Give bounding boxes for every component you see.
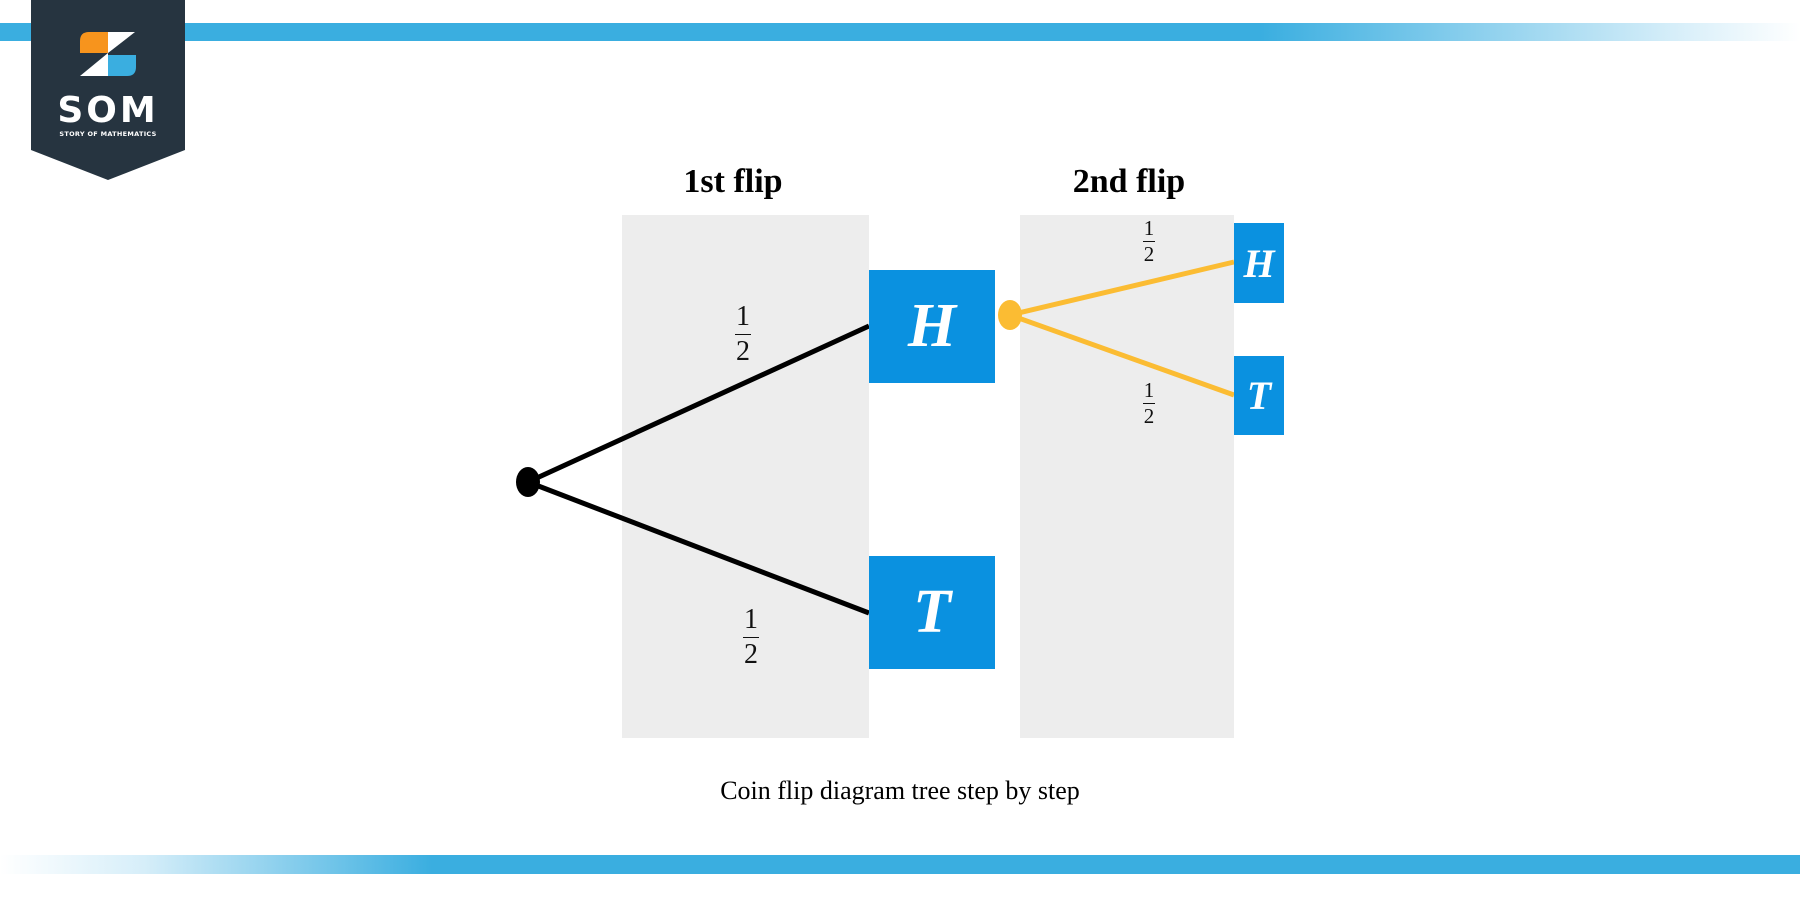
first-flip-column	[622, 215, 869, 738]
logo-mark-white-top	[108, 32, 135, 53]
branch-first-heads	[526, 323, 871, 485]
top-accent-bar	[0, 23, 1800, 41]
bottom-accent-bar	[0, 855, 1800, 874]
fraction-numerator: 1	[1143, 378, 1155, 402]
figure-caption: Coin flip diagram tree step by step	[720, 776, 1080, 805]
branch-second-tails	[1009, 312, 1235, 398]
logo-tagline: STORY OF MATHEMATICS	[59, 130, 157, 138]
branch-second-heads	[1009, 259, 1235, 318]
second-flip-tails-probability: 1 2	[1136, 380, 1162, 427]
logo-mark-white-bottom	[80, 53, 108, 76]
logo-mark-blue	[108, 55, 136, 76]
som-logo	[31, 0, 185, 180]
fraction-denominator: 2	[1143, 404, 1155, 428]
logo-wordmark: SOM	[57, 90, 159, 131]
first-flip-heading: 1st flip	[683, 163, 783, 200]
second-flip-heading: 2nd flip	[1072, 163, 1186, 200]
first-flip-heads-probability: 1 2	[726, 303, 760, 366]
fraction-bar	[743, 637, 759, 638]
fraction-bar	[1143, 241, 1155, 242]
fraction-bar	[1143, 403, 1155, 404]
branch-first-tails	[527, 479, 870, 616]
first-flip-tails-probability: 1 2	[734, 606, 768, 669]
fraction-denominator: 2	[736, 336, 750, 367]
fraction-bar	[735, 334, 751, 335]
second-flip-heads-probability: 1 2	[1136, 218, 1162, 265]
logo-mark-orange	[80, 32, 108, 53]
first-flip-heads-node: H	[869, 270, 995, 383]
second-flip-start-node	[998, 300, 1022, 330]
second-flip-tails-node: T	[1234, 356, 1284, 435]
first-flip-tails-node: T	[869, 556, 995, 669]
fraction-denominator: 2	[744, 639, 758, 670]
fraction-numerator: 1	[1143, 216, 1155, 240]
second-flip-heads-node: H	[1234, 223, 1284, 303]
fraction-numerator: 1	[736, 301, 750, 332]
root-node	[516, 467, 540, 497]
fraction-numerator: 1	[744, 604, 758, 635]
logo-badge-shape	[31, 0, 185, 180]
fraction-denominator: 2	[1143, 242, 1155, 266]
